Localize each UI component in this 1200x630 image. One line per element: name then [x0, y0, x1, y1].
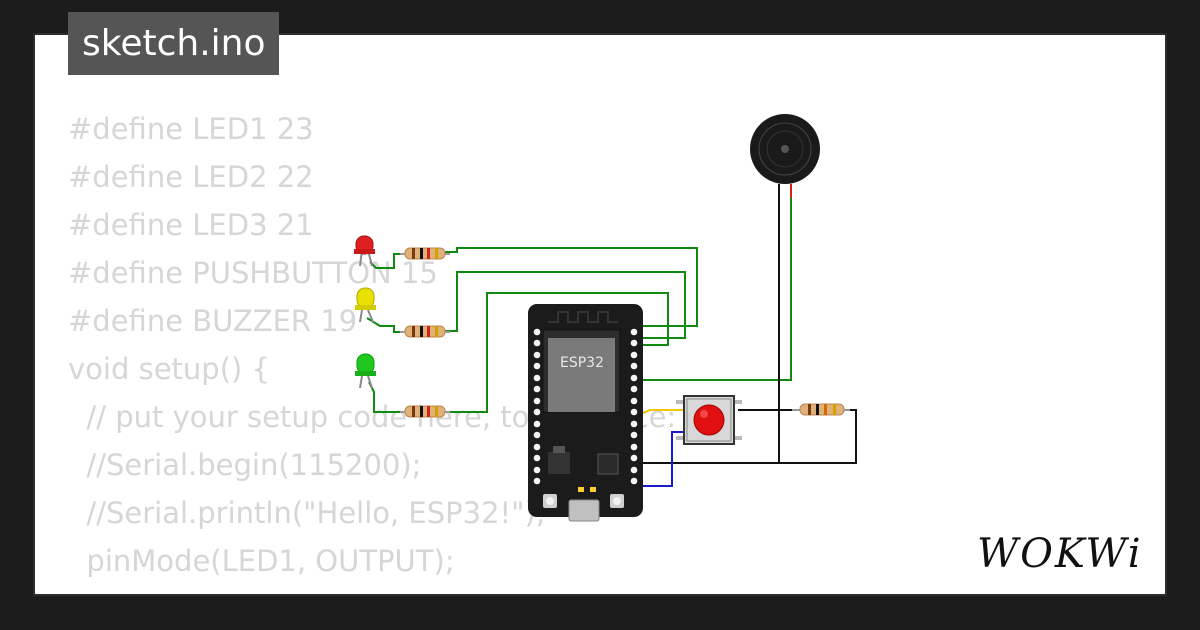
green-led-icon[interactable]	[355, 353, 376, 389]
wire-yellow	[635, 409, 686, 460]
code-line: void setup() {	[68, 352, 270, 386]
board-label: ESP32	[560, 355, 604, 371]
wire-green-led2	[445, 271, 686, 339]
wire-green-buzzer	[638, 190, 792, 381]
resistor-icon[interactable]	[792, 403, 850, 416]
filename-tab[interactable]: sketch.ino	[68, 12, 280, 75]
code-editor: #define LED1 23 #define LED2 22 #define LE…	[68, 105, 676, 585]
resistor-icon[interactable]	[400, 247, 450, 260]
buzzer-icon[interactable]	[750, 114, 820, 198]
code-line: pinMode(LED1, OUTPUT);	[68, 544, 455, 578]
code-line: //Serial.begin(115200);	[68, 448, 422, 482]
code-line: #define LED1 23	[68, 112, 314, 146]
code-line: #define LED3 21	[68, 208, 314, 242]
board-pins-left	[533, 328, 541, 485]
led-leg-wires	[366, 253, 404, 413]
code-line: #define LED2 22	[68, 160, 314, 194]
code-line: #define BUZZER 19	[68, 304, 358, 338]
wire-green-led1	[445, 247, 698, 327]
code-line: //Serial.println("Hello, ESP32!");	[68, 496, 546, 530]
pushbutton-icon[interactable]	[676, 395, 742, 445]
wokwi-logo: WOKWi	[977, 531, 1143, 577]
wire-green-led3	[445, 292, 669, 413]
yellow-led-icon[interactable]	[355, 287, 376, 323]
logo-text: WOKWi	[977, 531, 1143, 577]
resistor-icon[interactable]	[400, 325, 450, 338]
red-led-icon[interactable]	[354, 235, 375, 267]
esp32-board-icon[interactable]: ESP32	[528, 304, 643, 522]
code-line: #define PUSHBUTTON 15	[68, 256, 438, 290]
resistor-icon[interactable]	[400, 405, 450, 418]
wire-black-ground	[779, 409, 857, 464]
board-pins-right	[630, 328, 638, 485]
